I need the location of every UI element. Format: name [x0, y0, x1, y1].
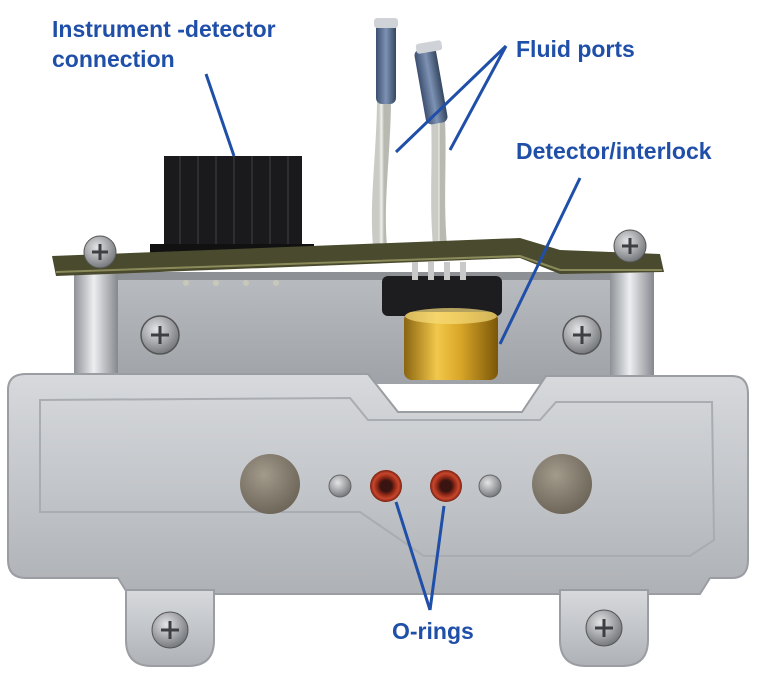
left-small-pin	[328, 474, 352, 498]
o-ring-left	[370, 470, 402, 502]
fluid-tube-left	[371, 18, 398, 247]
instrument-label-line2: connection	[52, 46, 175, 72]
right-standoff	[610, 262, 654, 380]
bottom-right-tab	[559, 589, 649, 667]
fluid-tube-right	[414, 40, 448, 247]
pointer-o-ring-right	[428, 505, 446, 611]
pointer-fluid-port-left	[394, 44, 508, 154]
detector-interlock-label: Detector/interlock	[516, 138, 712, 164]
pointer-instrument-connection	[204, 73, 236, 157]
detector-interlock-part	[382, 262, 502, 380]
pointer-detector-interlock	[498, 177, 582, 345]
instrument-detector-connection-label: Instrument -detector connection	[52, 14, 276, 74]
board-right-screw	[613, 229, 647, 263]
bottom-left-tab	[125, 589, 215, 667]
pointer-fluid-port-right	[448, 45, 508, 151]
o-rings-label: O-rings	[392, 618, 474, 644]
right-button	[532, 454, 592, 514]
pointer-o-ring-left	[394, 501, 432, 611]
o-ring-right	[430, 470, 462, 502]
instrument-connector	[150, 156, 314, 256]
back-right-screw	[562, 315, 602, 355]
back-left-screw	[140, 315, 180, 355]
instrument-label-line1: Instrument -detector	[52, 16, 276, 42]
board-left-screw	[83, 235, 117, 269]
right-small-pin	[478, 474, 502, 498]
back-housing	[118, 272, 626, 384]
pointer-lines	[204, 44, 582, 611]
left-standoff	[74, 262, 118, 380]
left-button	[240, 454, 300, 514]
fluid-ports-label: Fluid ports	[516, 36, 635, 62]
